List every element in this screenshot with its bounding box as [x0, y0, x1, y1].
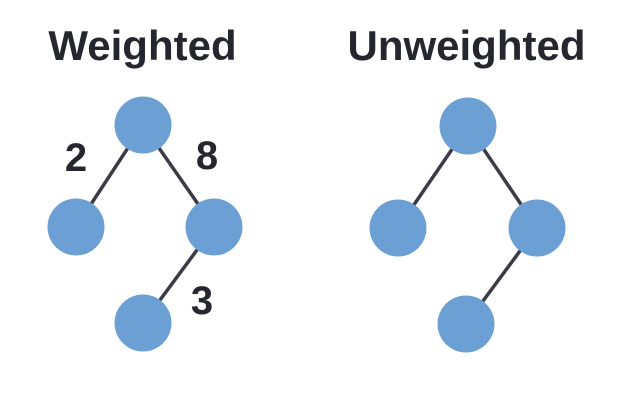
weighted-tree-node-root	[114, 96, 172, 154]
edge-weight-label-2: 2	[65, 136, 87, 180]
weighted-tree-node-grandchild	[114, 294, 172, 352]
unweighted-tree-node-root	[439, 97, 497, 155]
unweighted-tree-node-grandchild	[437, 295, 495, 353]
weighted-tree-node-right-child	[185, 198, 243, 256]
unweighted-tree-node-right-child	[508, 199, 566, 257]
unweighted-tree-node-left-child	[369, 199, 427, 257]
edge-weight-label-3: 3	[191, 279, 213, 323]
edge-weight-label-8: 8	[196, 134, 218, 178]
diagram-title-unweighted: Unweighted	[347, 22, 586, 69]
diagram-title-weighted: Weighted	[48, 22, 237, 69]
weighted-tree-node-left-child	[47, 198, 105, 256]
